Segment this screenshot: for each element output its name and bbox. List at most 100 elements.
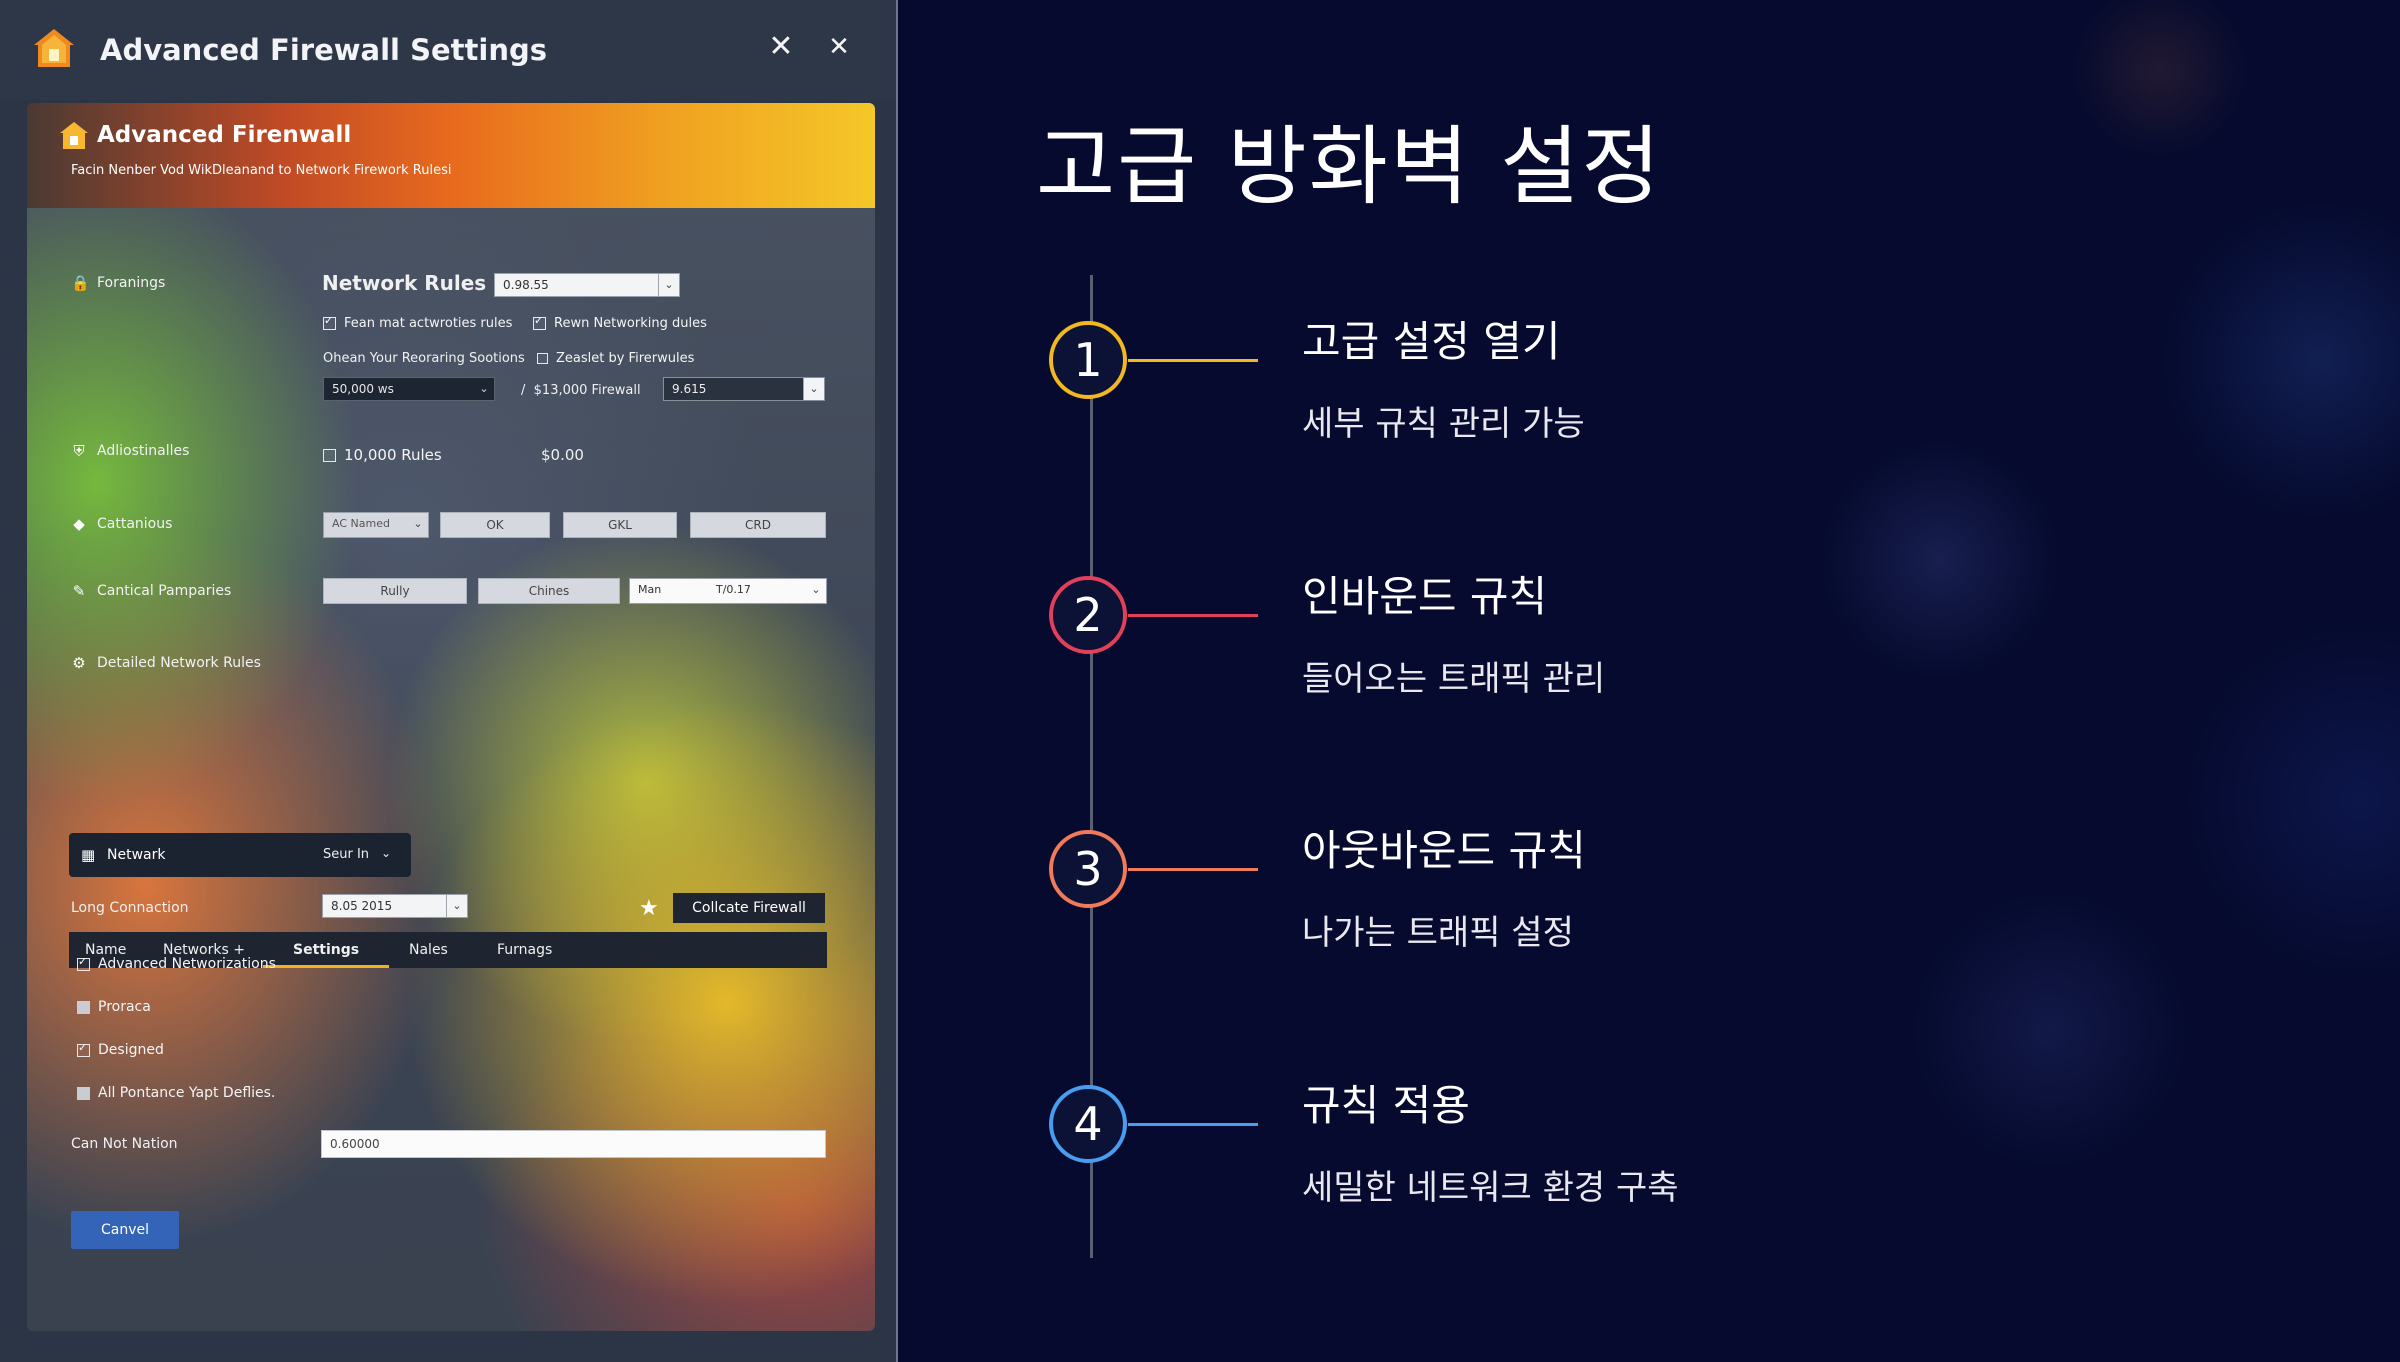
option-proraca[interactable]: Proraca <box>77 999 151 1015</box>
select-value: 8.05 2015 <box>331 899 393 913</box>
close-button[interactable]: ✕ <box>828 32 850 62</box>
firewall-house-icon <box>34 29 74 67</box>
chevron-down-icon: ⌄ <box>803 378 824 400</box>
recovering-sections-text: Ohean Your Reoraring Sootions <box>323 351 525 366</box>
rules-price: $0.00 <box>541 446 584 464</box>
select-value: AC Named <box>332 517 390 530</box>
sidebar-item-label: Foranings <box>97 275 166 291</box>
select-value: 0.98.55 <box>503 278 549 292</box>
sidebar-item-cantical-pamparies[interactable]: ✎ Cantical Pamparies <box>71 582 232 600</box>
window-title: Advanced Firewall Settings <box>100 33 547 67</box>
step-2-circle: 2 <box>1049 576 1127 654</box>
can-not-nation-input[interactable]: 0.60000 <box>321 1130 826 1158</box>
chevron-down-icon: ⌄ <box>446 895 467 917</box>
checkbox-box <box>77 1041 90 1057</box>
checkbox-box <box>323 314 336 330</box>
rully-button[interactable]: Rully <box>323 578 467 604</box>
can-not-nation-label: Can Not Nation <box>71 1136 178 1152</box>
chevron-down-icon: ⌄ <box>381 846 392 860</box>
select-value: 9.615 <box>672 382 707 396</box>
sidebar-item-adliostinalles[interactable]: ⛨ Adliostinalles <box>71 443 189 459</box>
firewall-house-icon <box>60 122 88 149</box>
gkl-button[interactable]: GKL <box>563 512 677 538</box>
checkbox-fean-rules[interactable]: Fean mat actwroties rules <box>323 314 512 331</box>
cancel-button[interactable]: Canvel <box>71 1211 179 1249</box>
select-value-right: T/0.17 <box>716 583 751 596</box>
man-select[interactable]: Man T/0.17 ⌄ <box>629 578 827 604</box>
tab-furnags[interactable]: Furnags <box>497 942 553 958</box>
option-all-pontance[interactable]: All Pontance Yapt Deflies. <box>77 1085 275 1101</box>
lock-icon: 🔒 <box>71 274 90 292</box>
collocate-firewall-button[interactable]: Collcate Firewall <box>673 893 825 923</box>
header-banner: Advanced Firenwall Facin Nenber Vod WikD… <box>27 103 875 208</box>
sidebar-item-foranings[interactable]: 🔒 Foranings <box>71 275 165 291</box>
step-4-title: 규칙 적용 <box>1302 1081 1470 1130</box>
checkbox-box <box>323 448 336 462</box>
timeline-line <box>1090 275 1093 1258</box>
step-1-title: 고급 설정 열기 <box>1302 317 1561 366</box>
step-2-description: 들어오는 트래픽 관리 <box>1302 659 1606 699</box>
close-icon[interactable]: ✕ <box>768 29 794 64</box>
chevron-down-icon: ⌄ <box>413 517 423 530</box>
chevron-down-icon: ⌄ <box>479 382 489 395</box>
gear-icon: ⚙ <box>72 654 86 672</box>
firewall-value-select[interactable]: 9.615 ⌄ <box>663 377 825 401</box>
sidebar-item-detailed-network-rules[interactable]: ⚙ Detailed Network Rules <box>71 655 261 671</box>
step-3-description: 나가는 트래픽 설정 <box>1302 913 1574 953</box>
option-label: Advanced Networizations <box>98 956 276 972</box>
chevron-down-icon: ⌄ <box>658 274 679 296</box>
ok-button[interactable]: OK <box>440 512 550 538</box>
network-label: Netwark <box>107 847 166 863</box>
checkbox-box <box>77 1086 90 1100</box>
option-advanced-networizations[interactable]: Advanced Networizations <box>77 955 276 972</box>
select-value-left: Man <box>638 583 662 596</box>
tab-networks[interactable]: Networks + <box>163 942 245 958</box>
speed-select[interactable]: 50,000 ws ⌄ <box>323 377 495 401</box>
ac-named-select[interactable]: AC Named ⌄ <box>323 512 429 538</box>
step-4-description: 세밀한 네트워크 환경 구축 <box>1302 1168 1679 1208</box>
sidebar-item-label: Adliostinalles <box>97 443 190 459</box>
checkbox-rewn-networking[interactable]: Rewn Networking dules <box>533 314 707 331</box>
network-selector[interactable]: ▦ Netwark Seur In ⌄ <box>69 833 411 877</box>
network-rules-heading: Network Rules <box>322 271 487 295</box>
checkbox-box <box>537 353 548 364</box>
sidebar-item-label: Cantical Pamparies <box>97 583 232 599</box>
crd-button[interactable]: CRD <box>690 512 826 538</box>
step-1-circle: 1 <box>1049 321 1127 399</box>
tab-bar: Name Networks + Settings Nales Furnags <box>69 932 827 968</box>
firewall-settings-window: Advanced Firewall Settings ✕ ✕ Advanced … <box>0 0 898 1362</box>
long-connection-select[interactable]: 8.05 2015 ⌄ <box>322 894 468 918</box>
option-designed[interactable]: Designed <box>77 1041 164 1058</box>
chevron-down-icon: ⌄ <box>811 583 821 596</box>
option-label: Proraca <box>98 999 151 1015</box>
pencil-icon: ✎ <box>72 582 86 600</box>
network-grid-icon: ▦ <box>81 846 96 864</box>
tab-settings[interactable]: Settings <box>262 932 390 968</box>
bell-icon: ◆ <box>73 515 85 533</box>
network-rules-select[interactable]: 0.98.55 ⌄ <box>494 273 680 297</box>
checkbox-label: 10,000 Rules <box>344 446 442 464</box>
shield-icon: ⛨ <box>73 442 85 460</box>
checkbox-10000-rules[interactable]: 10,000 Rules <box>323 446 442 464</box>
tab-nales[interactable]: Nales <box>409 942 448 958</box>
step-1-description: 세부 규칙 관리 가능 <box>1302 404 1585 444</box>
step-3-title: 아웃바운드 규칙 <box>1302 826 1586 875</box>
sidebar-item-label: Cattanious <box>97 516 173 532</box>
step-3-circle: 3 <box>1049 830 1127 908</box>
slash-icon: / <box>521 383 526 398</box>
banner-title: Advanced Firenwall <box>97 122 352 148</box>
step-1-connector <box>1128 359 1258 362</box>
slide-title: 고급 방화벽 설정 <box>1036 117 1663 217</box>
checkbox-box <box>77 955 90 971</box>
chines-button[interactable]: Chines <box>478 578 620 604</box>
settings-panel: Advanced Firenwall Facin Nenber Vod WikD… <box>27 103 875 1331</box>
option-label: Designed <box>98 1042 164 1058</box>
sidebar-item-cattanious[interactable]: ◆ Cattanious <box>71 516 172 532</box>
checkbox-box <box>533 314 546 330</box>
checkbox-zeaslet[interactable]: Zeaslet by Firerwules <box>537 351 694 366</box>
title-bar: Advanced Firewall Settings ✕ ✕ <box>0 0 896 100</box>
tab-name[interactable]: Name <box>85 942 127 958</box>
star-icon[interactable]: ★ <box>639 896 659 921</box>
network-value: Seur In <box>323 847 370 862</box>
checkbox-label: Rewn Networking dules <box>554 316 707 331</box>
